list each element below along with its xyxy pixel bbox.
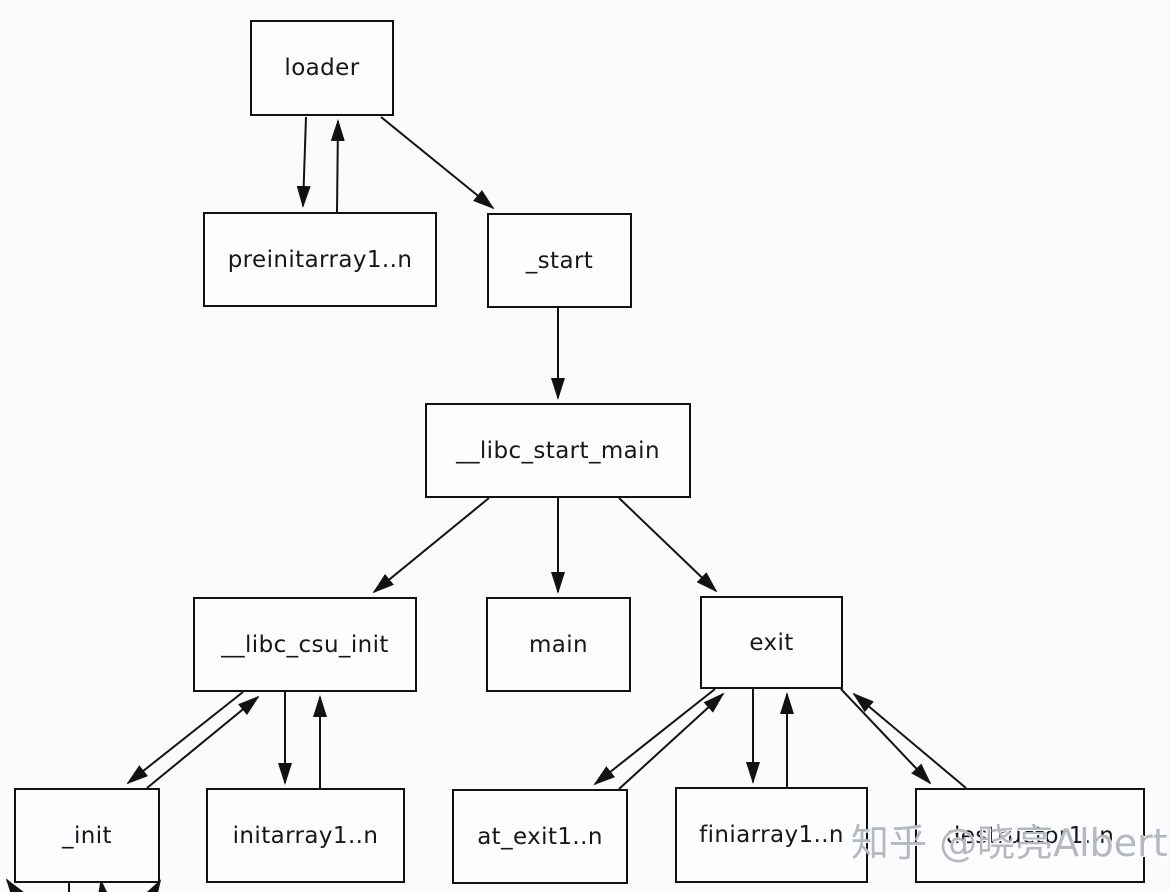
- edge-exit-atexit: [593, 688, 716, 786]
- edge-destructor-exit: [852, 692, 967, 789]
- node-loader: loader: [250, 20, 394, 116]
- edge-lsm-libc-csu-init: [372, 497, 490, 594]
- node-finiarray: finiarray1..n: [675, 787, 868, 883]
- node-main: main: [486, 597, 631, 692]
- edge-init-csu: [146, 695, 260, 789]
- node-preinitarray: preinitarray1..n: [203, 212, 437, 307]
- node-initarray: initarray1..n: [206, 788, 405, 883]
- edge-lsm-exit: [618, 497, 718, 593]
- edge-exit-destructor: [840, 688, 932, 785]
- node-exit: exit: [700, 596, 843, 689]
- node-destructor: destructor1..n: [915, 788, 1145, 883]
- edge-loader-preinitarray: [296, 116, 311, 208]
- node-libc-csu-init: __libc_csu_init: [193, 597, 417, 692]
- edge-loader-start: [380, 116, 495, 210]
- node-init: _init: [14, 788, 160, 883]
- node-start: _start: [487, 213, 632, 308]
- edge-csu-init: [126, 691, 244, 785]
- zhihu-watermark: 知乎 @晓亮Albert: [851, 821, 1168, 865]
- edge-preinitarray-loader: [330, 119, 345, 213]
- node-libc-start-main: __libc_start_main: [425, 403, 691, 498]
- node-at-exit: at_exit1..n: [452, 789, 628, 884]
- edge-atexit-exit: [618, 692, 725, 790]
